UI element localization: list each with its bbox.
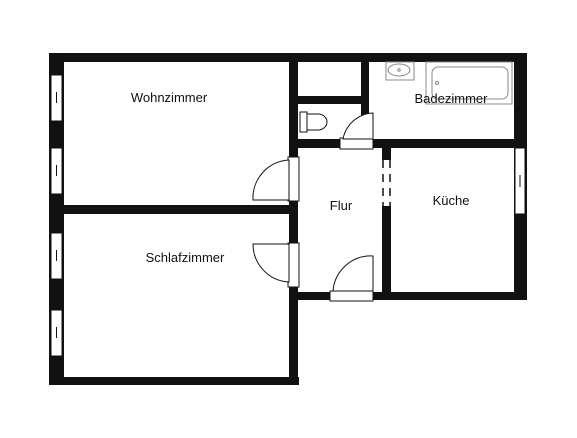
interior-walls: [49, 53, 527, 385]
window-icon: [50, 309, 63, 357]
room-label-bathroom: Badezimmer: [415, 91, 489, 106]
wall-bottom-right: [290, 292, 527, 300]
doors: [252, 112, 392, 302]
room-label-kitchen: Küche: [433, 193, 470, 208]
toilet-icon: [299, 111, 328, 133]
sink-icon: [385, 61, 415, 81]
window-icon: [50, 74, 63, 122]
wall-living-bedroom: [49, 205, 298, 214]
wall-storage-bottom: [289, 96, 369, 104]
window-icon: [514, 147, 526, 215]
windows: [50, 74, 526, 357]
door-swing-icon: [252, 156, 300, 202]
wall-vertical-left-rooms: [289, 53, 298, 385]
wall-bottom-left: [49, 377, 299, 385]
room-label-bedroom: Schlafzimmer: [146, 250, 225, 265]
door-swing-icon: [339, 112, 374, 150]
wall-left: [49, 53, 64, 385]
room-label-living: Wohnzimmer: [131, 90, 208, 105]
bathtub-icon: [425, 61, 513, 105]
kitchen-opening: [381, 160, 392, 206]
wall-top: [49, 53, 527, 62]
window-icon: [50, 147, 63, 195]
wall-hall-top: [289, 139, 527, 148]
window-icon: [50, 232, 63, 280]
room-label-hallway: Flur: [330, 198, 353, 213]
bath-fixtures: [299, 61, 513, 133]
door-swing-icon: [252, 242, 300, 288]
wall-hall-kitchen: [382, 139, 391, 300]
door-swing-icon: [329, 255, 374, 302]
